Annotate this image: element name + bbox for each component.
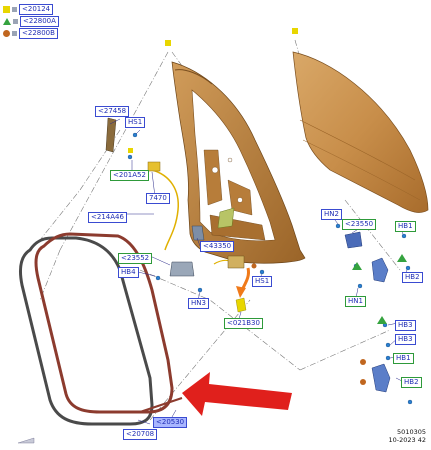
door-seals <box>18 232 183 426</box>
door-hinges <box>344 231 391 393</box>
red-arrow-icon <box>182 372 292 416</box>
callout-hb4[interactable]: HB4 <box>118 267 139 278</box>
callout-201a52[interactable]: <201A52 <box>110 170 149 181</box>
fasteners <box>127 132 413 405</box>
trim-bracket <box>217 207 235 229</box>
callout-20530[interactable]: <20530 <box>153 417 188 428</box>
orange-arrow-icon <box>236 267 250 298</box>
callout-23552[interactable]: <23552 <box>118 253 153 264</box>
corner-mark-icon <box>17 437 35 444</box>
orange-circle-icon <box>3 30 10 37</box>
clip <box>235 297 247 313</box>
callout-20708[interactable]: <20708 <box>123 429 158 440</box>
callout-hb3-b[interactable]: HB3 <box>395 334 416 345</box>
reference-date: 10-2023 42 <box>388 436 427 444</box>
legend-row-22800b: <22800B <box>3 28 58 39</box>
callout-hn3[interactable]: HN3 <box>188 298 209 309</box>
callout-hn2[interactable]: HN2 <box>321 209 342 220</box>
door-latch <box>169 225 245 277</box>
callout-021b30[interactable]: <021B30 <box>224 318 263 329</box>
callout-214a46[interactable]: <214A46 <box>88 212 127 223</box>
callout-27458[interactable]: <27458 <box>95 106 130 117</box>
door-outer-skin <box>292 51 429 213</box>
callout-hb1-bottom[interactable]: HB1 <box>393 353 414 364</box>
callout-hb1-top[interactable]: HB1 <box>395 221 416 232</box>
legend-row-20124: <20124 <box>3 4 54 15</box>
reference-number: 5010305 <box>397 428 426 436</box>
green-triangle-icon <box>3 18 11 25</box>
equals-icon <box>13 19 18 24</box>
callout-hs1-top[interactable]: HS1 <box>125 117 146 128</box>
legend-code: <22800A <box>20 16 59 27</box>
equals-icon <box>12 7 17 12</box>
callout-hn1[interactable]: HN1 <box>345 296 366 307</box>
callout-43350[interactable]: <43350 <box>200 241 235 252</box>
door-inner-frame <box>171 61 306 264</box>
callout-hs1-bottom[interactable]: HS1 <box>252 276 273 287</box>
legend-code: <20124 <box>19 4 54 15</box>
callout-hb3-a[interactable]: HB3 <box>395 320 416 331</box>
yellow-square-icon <box>3 6 10 13</box>
run-channel <box>105 117 117 153</box>
callout-7470[interactable]: 7470 <box>146 193 170 204</box>
equals-icon <box>12 31 17 36</box>
callout-23550[interactable]: <23550 <box>342 219 377 230</box>
reference-block: 5010305 10-2023 42 <box>368 428 427 444</box>
callout-hb2-bottom[interactable]: HB2 <box>401 377 422 388</box>
legend-row-22800a: <22800A <box>3 16 59 27</box>
legend-code: <22800B <box>19 28 58 39</box>
callout-hb2-top[interactable]: HB2 <box>402 272 423 283</box>
outer-seal <box>18 236 154 426</box>
